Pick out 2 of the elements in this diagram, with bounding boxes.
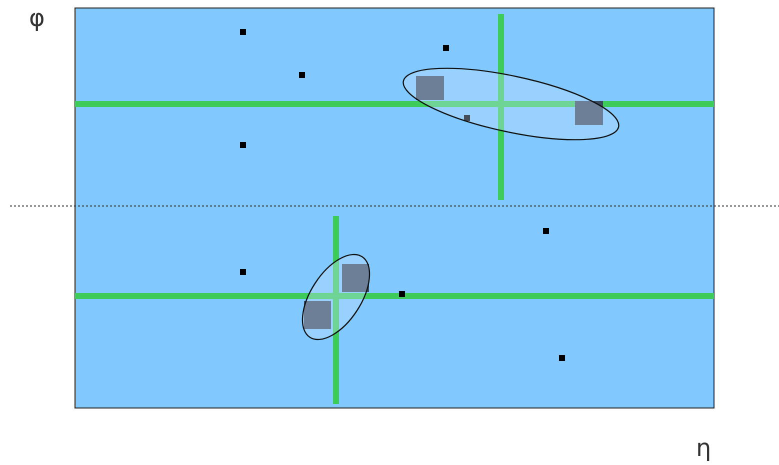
axis-label: φ <box>29 6 45 30</box>
axis-label: η <box>696 436 712 460</box>
